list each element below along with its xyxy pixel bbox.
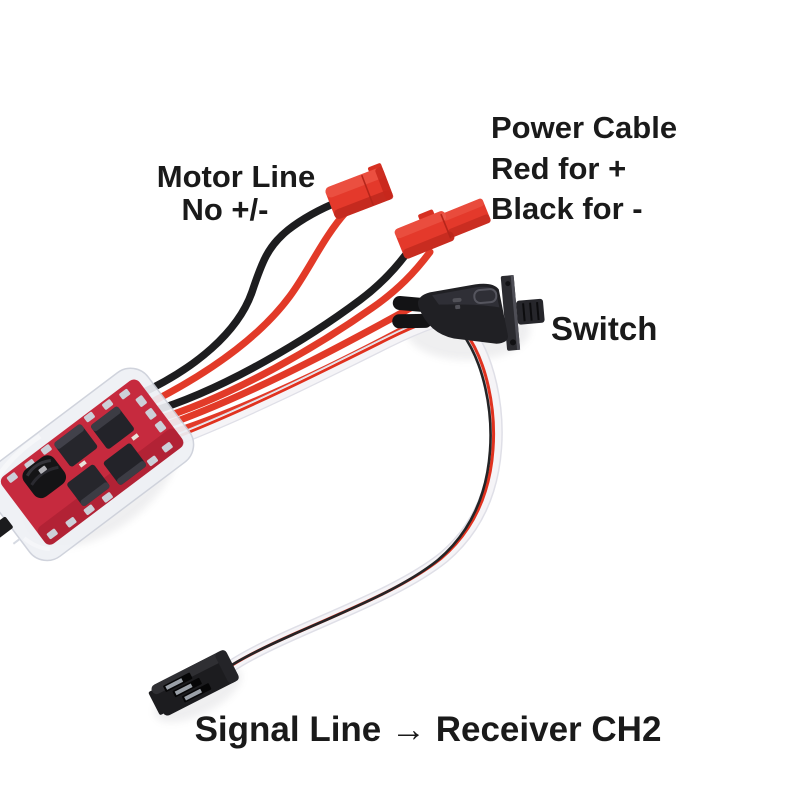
motor-connector: [325, 163, 394, 219]
motor-line-label: Motor Line: [157, 159, 315, 194]
solder-pads: [6, 388, 173, 540]
motor-black-wire: [136, 197, 344, 398]
esc-pcb: [0, 379, 184, 545]
signal-line-label: Signal Line → Receiver CH2: [195, 710, 662, 749]
power-switch: [392, 275, 545, 351]
annotations: Motor Line No +/- Power Cable Red for + …: [157, 110, 677, 749]
servo-pins: [163, 672, 212, 703]
inductor: [22, 455, 67, 499]
motor-line-label2: No +/-: [182, 192, 269, 227]
power-red-wire: [151, 248, 434, 424]
wire-harness: [136, 197, 503, 674]
power-connector: [394, 198, 491, 259]
signal-ribbon-loop: [222, 323, 503, 674]
motor-red-wire: [144, 208, 350, 408]
switch-knob: [516, 298, 545, 325]
power-cable-label2: Red for +: [491, 151, 626, 186]
esc-side-tab: [0, 516, 13, 539]
switch-label: Switch: [551, 310, 657, 347]
servo-connector: [148, 650, 239, 716]
power-cable-label: Power Cable: [491, 110, 677, 145]
power-cable-label3: Black for -: [491, 191, 643, 226]
esc-board: [0, 367, 195, 562]
mosfets: [54, 406, 147, 507]
power-black-wire: [146, 234, 422, 416]
